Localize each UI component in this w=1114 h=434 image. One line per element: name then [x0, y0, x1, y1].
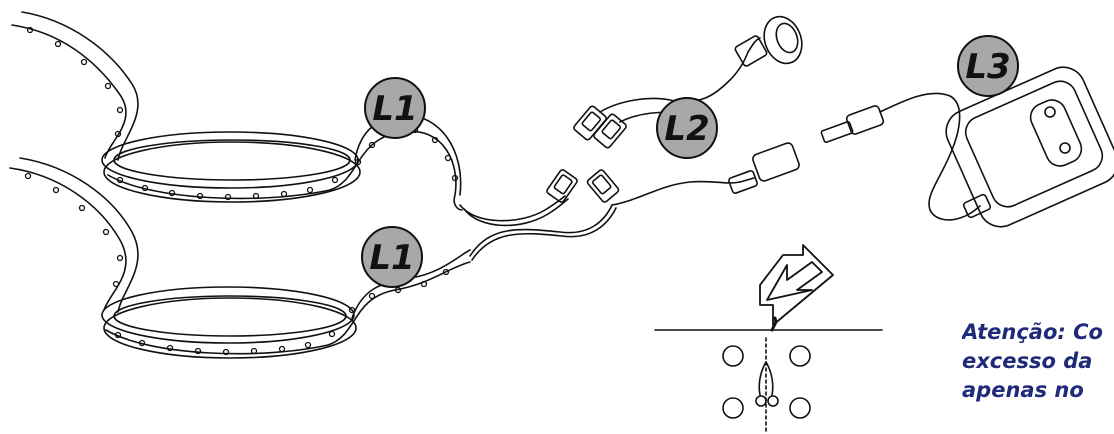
led-strip-upper — [11, 11, 463, 211]
svg-text:L1: L1 — [369, 238, 414, 278]
label-badge-l3: L3 — [957, 35, 1019, 97]
svg-text:L2: L2 — [664, 109, 709, 149]
attention-note-line-1: Atenção: Co — [962, 320, 1103, 344]
label-badge-l1-upper: L1 — [364, 77, 426, 139]
splitter-connectors — [546, 15, 803, 206]
attention-note: Atenção: Co excesso da apenas no — [962, 318, 1114, 405]
svg-text:L3: L3 — [965, 47, 1010, 87]
svg-text:L1: L1 — [372, 89, 417, 129]
label-badge-l1-lower: L1 — [361, 226, 423, 288]
label-badge-l2: L2 — [656, 97, 718, 159]
attention-note-line-3: apenas no — [962, 378, 1084, 402]
cut-detail — [654, 244, 883, 434]
strip-wires — [459, 195, 617, 261]
attention-note-line-2: excesso da — [962, 349, 1093, 373]
